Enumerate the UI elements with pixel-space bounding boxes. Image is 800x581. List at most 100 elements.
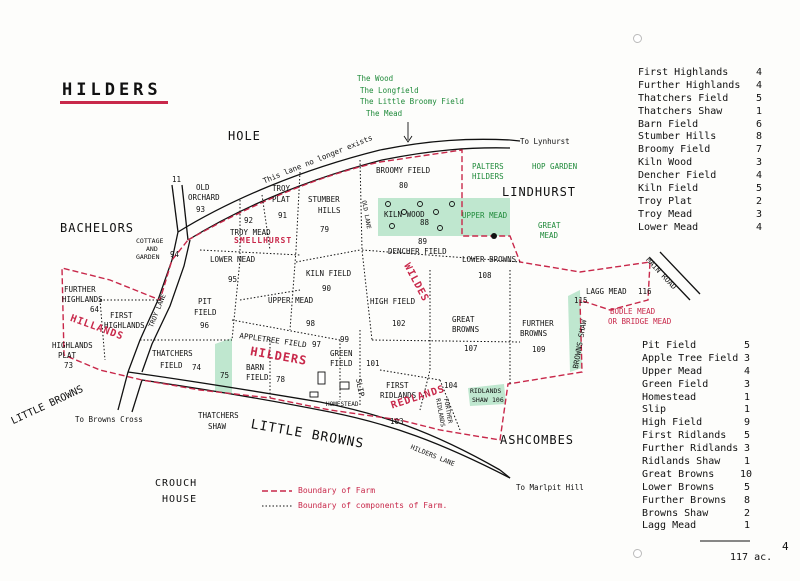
green-note-line: The Longfield — [360, 86, 419, 95]
legend-name: Further Highlands — [638, 79, 741, 91]
component-line — [99, 299, 106, 361]
field-high-field: HIGH FIELD — [370, 297, 416, 306]
legend-name: Thatchers Shaw — [638, 105, 723, 117]
legend-name: Green Field — [642, 378, 709, 390]
legend-name: High Field — [642, 417, 703, 429]
green-note-line: The Wood — [357, 74, 394, 83]
road-to-lynhurst: To Lynhurst — [520, 137, 570, 146]
component-line — [231, 319, 341, 341]
field-lower-browns: LOWER BROWNS — [462, 255, 517, 264]
legend-name: Barn Field — [638, 118, 699, 130]
ridlands-shaw-area — [468, 384, 506, 406]
orchard-lane-b — [181, 184, 189, 241]
legend-value: 6 — [756, 118, 763, 130]
field-green-b: FIELD — [330, 359, 353, 368]
legend-value: 1 — [744, 520, 751, 532]
well-marker — [491, 233, 497, 239]
neighbour-ashcombes: ASHCOMBES — [500, 433, 575, 447]
field-old-orchard-b: ORCHARD — [188, 193, 220, 202]
field-homestead: HOMESTEAD — [326, 401, 359, 408]
field-lower-mead-no: 95 — [228, 275, 238, 284]
troy-lane-b — [141, 239, 191, 373]
field-kiln-wood: KILN WOOD — [384, 210, 425, 219]
legend-row: Barn Field 6 — [638, 118, 762, 132]
legend-name: Kiln Wood — [638, 157, 693, 169]
field-troy-plat-a: TROY — [272, 184, 291, 193]
field-barn-b: FIELD — [246, 373, 269, 382]
field-cottage-b: AND — [146, 245, 158, 253]
green-label-hop-garden: HOP GARDEN — [532, 162, 578, 171]
legend-name: Further Ridlands — [642, 443, 739, 455]
legend-name: Broomy Field — [638, 144, 711, 156]
legend-value: 1 — [744, 404, 751, 416]
legend-name: Ridlands Shaw — [642, 456, 721, 468]
field-thatchers-a: THATCHERS — [152, 349, 193, 358]
main-road-b — [649, 257, 691, 301]
field-green-a: GREEN — [330, 349, 353, 358]
field-first-ridlands-no: 103 — [390, 417, 404, 426]
neighbour-house: HOUSE — [162, 494, 198, 505]
legend-name: Further Browns — [642, 494, 727, 506]
legend-value: 2 — [744, 507, 751, 519]
browns-cross-road-b — [131, 379, 143, 413]
punch-hole — [633, 549, 642, 558]
legend-name: Apple Tree Field — [642, 352, 739, 364]
field-stumber-b: HILLS — [318, 206, 341, 215]
field-great-browns-b: BROWNS — [452, 325, 480, 334]
field-highlands-plat-a: HIGHLANDS — [52, 341, 93, 350]
field-first-hl-a: FIRST — [110, 311, 133, 320]
legend-value: 1 — [756, 105, 763, 117]
field-first-hl-b: HIGHLANDS — [104, 321, 145, 330]
legend-value: 4 — [756, 221, 763, 233]
legend-name: Dencher Field — [638, 170, 717, 182]
tree-symbol — [389, 223, 395, 229]
road-to-marlpit-hill: To Marlpit Hill — [516, 483, 584, 492]
legend-name: Troy Mead — [638, 208, 693, 220]
green-label-paltrys-b: HILDERS — [472, 172, 504, 181]
field-further-hl-b: HIGHLANDS — [62, 295, 103, 304]
field-green-no: 99 — [340, 335, 350, 344]
browns-shaw-area — [568, 290, 582, 372]
field-cottage-a: COTTAGE — [136, 237, 164, 245]
field-lagg-mead: LAGG MEAD — [586, 287, 627, 296]
field-thatchers-shaw-a: THATCHERS — [198, 411, 239, 420]
field-further-browns-b: BROWNS — [520, 329, 548, 338]
legend-name: First Ridlands — [642, 430, 727, 442]
tree-symbol — [417, 201, 423, 207]
homestead-building — [339, 381, 350, 390]
legend-value: 1 — [744, 456, 751, 468]
component-line — [261, 194, 271, 251]
legend-value: 10 — [740, 468, 753, 480]
legend-name: Troy Plat — [638, 195, 693, 207]
legend-value: 5 — [744, 481, 751, 493]
field-old-orchard-a: OLD — [196, 183, 210, 192]
field-troy-mead-no: 92 — [244, 216, 254, 225]
key-farm-label: Boundary of Farm — [298, 486, 376, 495]
field-stumber-a: STUMBER — [308, 195, 340, 204]
legend-value: 5 — [744, 430, 751, 442]
component-line — [289, 171, 301, 331]
field-barn-a: BARN — [246, 363, 265, 372]
upper-mead-green-area — [462, 198, 510, 236]
legend-total: 117 ac. — [730, 552, 773, 563]
field-pit-no: 96 — [200, 321, 210, 330]
legend-value: 4 — [756, 170, 763, 182]
legend-value: 5 — [756, 183, 763, 195]
green-label-great-mead-a: GREAT — [538, 221, 561, 230]
key-components-label: Boundary of components of Farm. — [298, 501, 448, 510]
corner-mark: 4 — [782, 540, 789, 553]
main-road-c — [659, 251, 701, 295]
field-browns-shaw-no: 115 — [574, 296, 588, 305]
field-kiln-wood-no: 88 — [420, 218, 430, 227]
field-ridlands-shaw-a: RIDLANDS — [470, 387, 502, 395]
legend-value: 3 — [744, 352, 751, 364]
thatchers-shaw-area — [215, 338, 232, 394]
